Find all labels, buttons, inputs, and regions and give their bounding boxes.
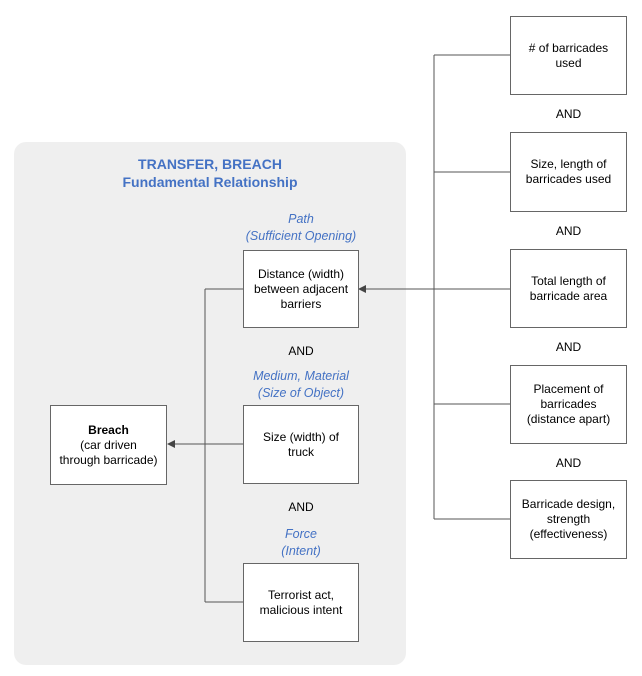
force-caption: Force (Intent) — [281, 527, 321, 558]
and-label: AND — [288, 500, 314, 514]
panel-title-line2: Fundamental Relationship — [122, 174, 298, 190]
barricade-design-box: Barricade design,strength(effectiveness) — [510, 480, 627, 559]
truck-size-box: Size (width) of truck — [243, 405, 359, 484]
path-caption: Path (Sufficient Opening) — [245, 212, 357, 243]
panel-title-line1: TRANSFER, BREACH — [138, 156, 282, 172]
breach-sub-line2: through barricade) — [59, 452, 158, 467]
and-label: AND — [555, 340, 582, 354]
breach-box: Breach (car driven through barricade) — [50, 405, 167, 485]
breach-sub-line1: (car driven — [80, 437, 137, 452]
breach-title: Breach — [88, 422, 129, 437]
terrorist-act-box: Terrorist act, malicious intent — [243, 563, 359, 642]
and-label: AND — [288, 344, 314, 358]
and-label: AND — [555, 224, 582, 238]
and-label: AND — [555, 107, 582, 121]
and-label: AND — [555, 456, 582, 470]
distance-width-box: Distance (width) between adjacent barrie… — [243, 250, 359, 328]
medium-caption: Medium, Material (Size of Object) — [253, 369, 349, 400]
